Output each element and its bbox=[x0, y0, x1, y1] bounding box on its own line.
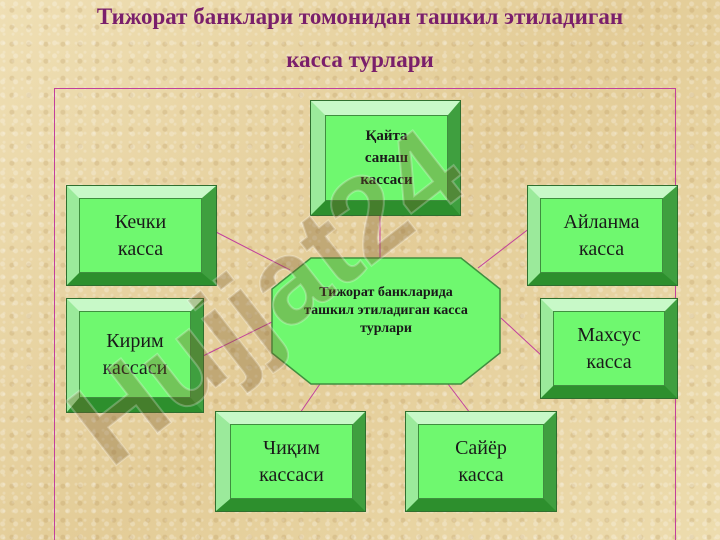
node-kechki-kassa: Кечки касса bbox=[67, 186, 216, 285]
node-sayyor-label: Сайёр касса bbox=[418, 424, 544, 499]
node-sayyor-kassa: Сайёр касса bbox=[406, 412, 556, 511]
connector-chiqim bbox=[299, 383, 321, 414]
node-chiqim-label: Чиқим кассаси bbox=[230, 424, 353, 499]
node-qayta-sanash-kassasi: Қайта санаш кассаси bbox=[311, 101, 460, 215]
connector-aylanma bbox=[477, 227, 531, 269]
diagram-title-line-1: Тижорат банклари томонидан ташкил этилад… bbox=[96, 4, 624, 29]
central-node-label: Тижорат банкларида ташкил этиладиган кас… bbox=[304, 285, 468, 336]
node-aylanma-kassa: Айланма касса bbox=[528, 186, 677, 285]
node-kechki-label: Кечки касса bbox=[79, 198, 202, 273]
connector-kirim bbox=[202, 321, 273, 357]
node-kirim-kassasi: Кирим кассаси bbox=[67, 299, 203, 412]
node-aylanma-label: Айланма касса bbox=[540, 198, 663, 273]
node-chiqim-kassasi: Чиқим кассаси bbox=[216, 412, 365, 511]
central-octagon bbox=[271, 257, 501, 385]
connector-kechki bbox=[215, 231, 291, 271]
diagram-title-line-2: касса турлари bbox=[286, 47, 434, 72]
connector-mahsus bbox=[500, 317, 543, 357]
node-qayta-label: Қайта санаш кассаси bbox=[325, 115, 448, 201]
node-mahsus-kassa: Махсус касса bbox=[541, 299, 677, 398]
connector-sayyor bbox=[447, 383, 471, 414]
node-mahsus-label: Махсус касса bbox=[553, 311, 665, 386]
node-kirim-label: Кирим кассаси bbox=[79, 311, 191, 398]
